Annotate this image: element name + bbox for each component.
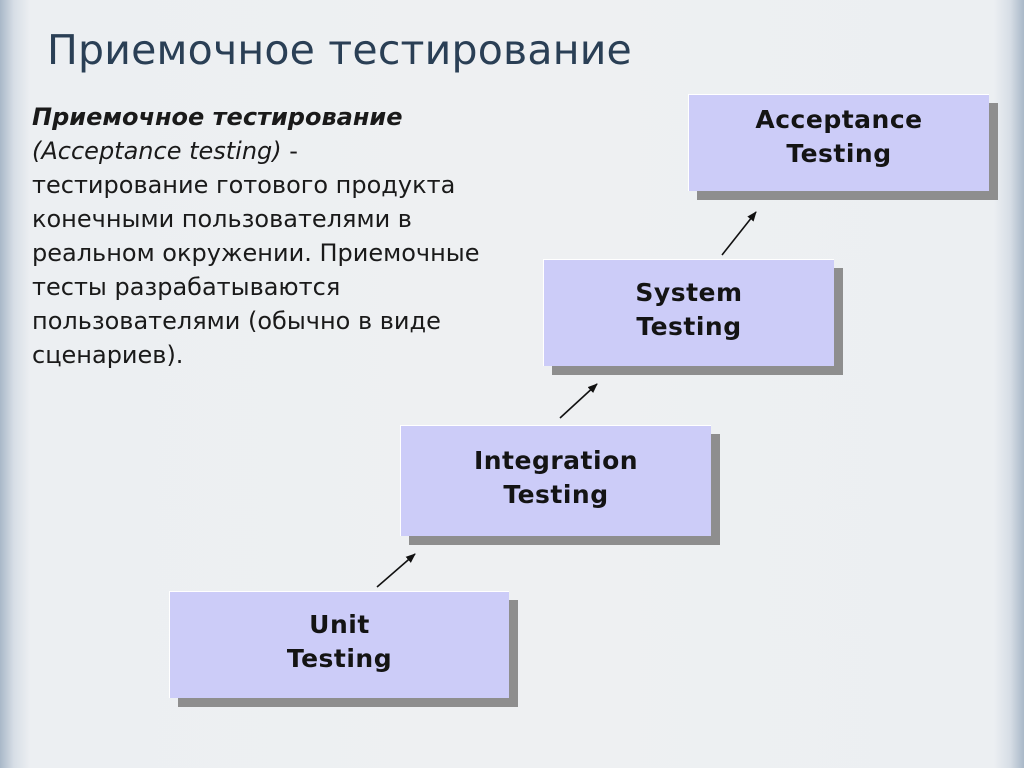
stage-unit-testing: Unit Testing (169, 591, 509, 698)
description-dash: - (281, 137, 298, 165)
arrow-unit-to-integration-icon (376, 553, 416, 588)
slide-title: Приемочное тестирование (47, 26, 632, 74)
description-text: Приемочное тестирование (Acceptance test… (32, 100, 482, 372)
description-english-term: (Acceptance testing) (32, 137, 282, 165)
arrow-system-to-acceptance-icon (721, 211, 757, 256)
description-term: Приемочное тестирование (32, 103, 403, 131)
stage-system-testing: System Testing (543, 259, 834, 366)
stage-label: Acceptance Testing (755, 105, 923, 168)
description-body: тестирование готового продукта конечными… (32, 171, 480, 369)
stage-integration-testing: Integration Testing (400, 425, 711, 536)
stage-acceptance-testing: Acceptance Testing (688, 94, 989, 191)
stage-label: Unit Testing (286, 610, 393, 673)
stage-label: Integration Testing (473, 446, 639, 509)
arrow-integration-to-system-icon (559, 383, 598, 419)
stage-label: System Testing (635, 278, 743, 341)
